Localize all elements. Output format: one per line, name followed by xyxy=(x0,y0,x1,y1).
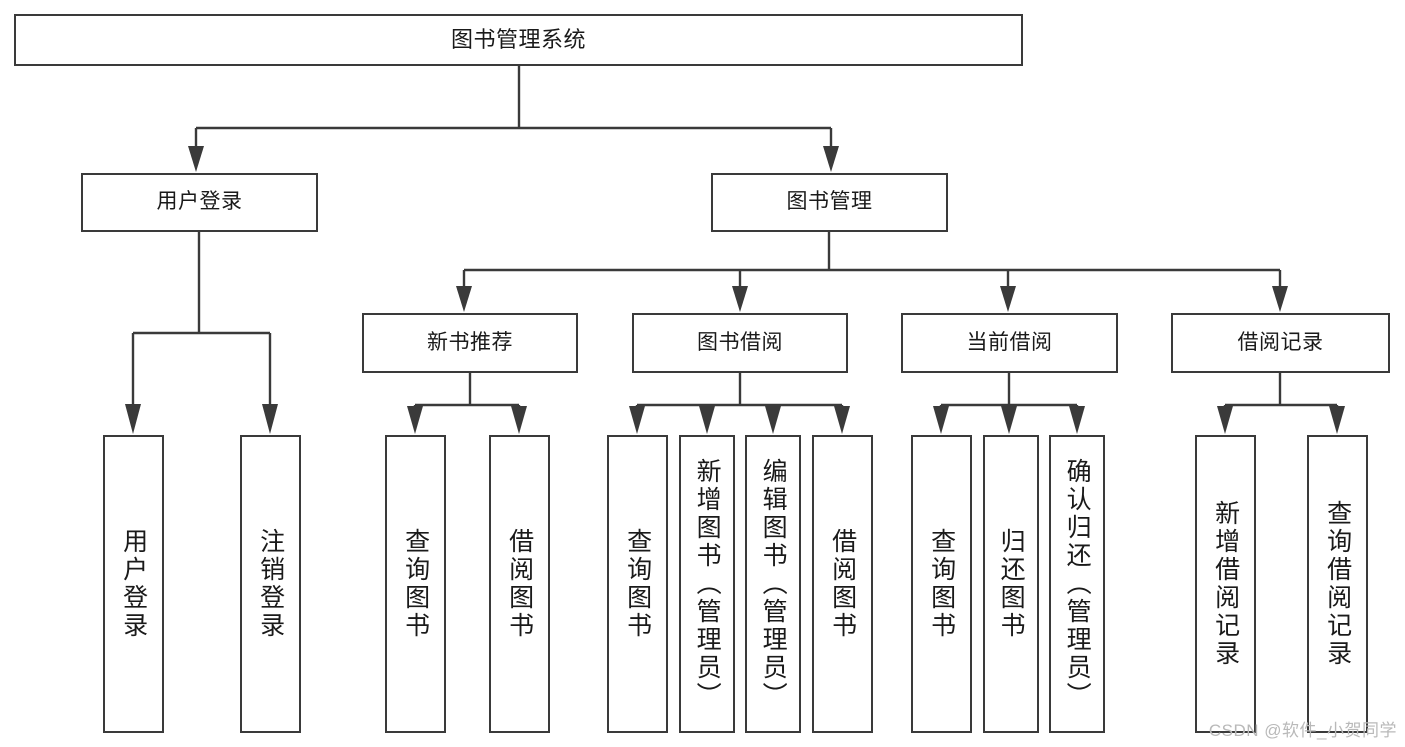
node-user-login[interactable]: 用户登录 xyxy=(81,173,318,232)
node-book-management[interactable]: 图书管理 xyxy=(711,173,948,232)
node-leaf-query-book-borrow[interactable]: 查询图书 xyxy=(607,435,668,733)
arrow-leaf-query-record xyxy=(1329,406,1345,434)
node-label-user-login: 用户登录 xyxy=(156,190,243,214)
node-root-system[interactable]: 图书管理系统 xyxy=(14,14,1023,66)
arrow-leaf-edit-book xyxy=(765,406,781,434)
node-current-borrow[interactable]: 当前借阅 xyxy=(901,313,1118,373)
node-label-leaf-query-book-current: 查询图书 xyxy=(927,528,956,640)
node-label-leaf-query-borrow-record: 查询借阅记录 xyxy=(1323,500,1352,668)
node-leaf-query-borrow-record[interactable]: 查询借阅记录 xyxy=(1307,435,1368,733)
node-label-book-management: 图书管理 xyxy=(786,190,873,214)
arrow-leaf-borrow-book-2 xyxy=(834,406,850,434)
arrow-user-login xyxy=(188,146,204,172)
node-leaf-borrow-book-recommend[interactable]: 借阅图书 xyxy=(489,435,550,733)
node-label-leaf-edit-book: 编辑图书（管理员） xyxy=(759,458,788,710)
arrow-leaf-confirm-return xyxy=(1069,406,1085,434)
arrow-current-borrow xyxy=(1000,286,1016,312)
node-label-leaf-add-book: 新增图书（管理员） xyxy=(693,458,722,710)
arrow-leaf-query-book-1 xyxy=(407,406,423,434)
node-label-book-borrow: 图书借阅 xyxy=(697,330,783,354)
node-leaf-edit-book[interactable]: 编辑图书（管理员） xyxy=(745,435,801,733)
node-label-leaf-return-book: 归还图书 xyxy=(997,528,1026,640)
node-leaf-query-book-current[interactable]: 查询图书 xyxy=(911,435,972,733)
node-label-leaf-borrow-book-borrow: 借阅图书 xyxy=(828,528,857,640)
node-label-leaf-query-book-recommend: 查询图书 xyxy=(401,528,430,640)
arrow-book-mgmt xyxy=(823,146,839,172)
node-label-leaf-user-login: 用户登录 xyxy=(119,528,148,640)
node-label-root: 图书管理系统 xyxy=(450,27,586,53)
arrow-leaf-query-book-2 xyxy=(629,406,645,434)
node-label-leaf-add-borrow-record: 新增借阅记录 xyxy=(1211,500,1240,668)
arrow-new-book-recommend xyxy=(456,286,472,312)
node-leaf-confirm-return[interactable]: 确认归还（管理员） xyxy=(1049,435,1105,733)
node-label-current-borrow: 当前借阅 xyxy=(966,330,1053,354)
node-leaf-borrow-book-borrow[interactable]: 借阅图书 xyxy=(812,435,873,733)
node-book-borrow[interactable]: 图书借阅 xyxy=(632,313,848,373)
node-label-leaf-logout: 注销登录 xyxy=(256,528,285,640)
node-label-new-book-recommend: 新书推荐 xyxy=(427,330,513,354)
node-label-leaf-borrow-book-recommend: 借阅图书 xyxy=(505,528,534,640)
arrow-leaf-add-book xyxy=(699,406,715,434)
arrow-borrow-record xyxy=(1272,286,1288,312)
node-leaf-logout[interactable]: 注销登录 xyxy=(240,435,301,733)
node-leaf-user-login[interactable]: 用户登录 xyxy=(103,435,164,733)
node-leaf-add-book[interactable]: 新增图书（管理员） xyxy=(679,435,735,733)
arrow-leaf-add-record xyxy=(1217,406,1233,434)
node-label-leaf-query-book-borrow: 查询图书 xyxy=(623,528,652,640)
node-leaf-query-book-recommend[interactable]: 查询图书 xyxy=(385,435,446,733)
arrow-leaf-logout xyxy=(262,404,278,434)
node-label-borrow-record: 借阅记录 xyxy=(1237,330,1324,354)
arrow-book-borrow xyxy=(732,286,748,312)
node-label-leaf-confirm-return: 确认归还（管理员） xyxy=(1063,458,1092,710)
arrow-leaf-return-book xyxy=(1001,406,1017,434)
node-leaf-return-book[interactable]: 归还图书 xyxy=(983,435,1039,733)
node-leaf-add-borrow-record[interactable]: 新增借阅记录 xyxy=(1195,435,1256,733)
arrow-leaf-user-login xyxy=(125,404,141,434)
arrow-leaf-query-book-3 xyxy=(933,406,949,434)
node-new-book-recommend[interactable]: 新书推荐 xyxy=(362,313,578,373)
node-borrow-record[interactable]: 借阅记录 xyxy=(1171,313,1390,373)
arrow-leaf-borrow-book-1 xyxy=(511,406,527,434)
